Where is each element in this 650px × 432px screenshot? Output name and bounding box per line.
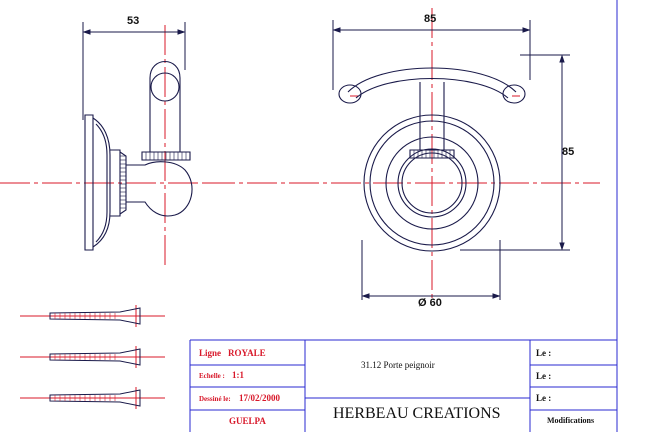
dim-front-height: 85: [562, 146, 575, 158]
ligne-label: Ligne: [199, 348, 222, 358]
dim-rosette-diameter: Ø 60: [418, 297, 442, 309]
dim-front-width: 85: [424, 13, 437, 25]
ligne-value: ROYALE: [228, 348, 266, 358]
company-name: HERBEAU CREATIONS: [333, 405, 501, 422]
le-label-1: Le :: [536, 348, 552, 358]
le-label-3: Le :: [536, 393, 552, 403]
sheet-frame: [189, 0, 618, 432]
reference-title: 31.12 Porte peignoir: [361, 360, 435, 370]
title-block-grid: [190, 340, 617, 432]
echelle-value: 1:1: [232, 370, 244, 380]
author-name: GUELPA: [229, 416, 266, 426]
modifications-label: Modifications: [547, 416, 595, 425]
le-label-2: Le :: [536, 371, 552, 381]
dessine-label: Dessiné le:: [199, 395, 231, 403]
front-view: [205, 8, 600, 300]
screws: [20, 305, 165, 409]
dessine-value: 17/02/2000: [239, 393, 281, 403]
dim-side-width: 53: [127, 15, 140, 27]
echelle-label: Echelle :: [199, 372, 225, 380]
side-view: [0, 22, 225, 265]
